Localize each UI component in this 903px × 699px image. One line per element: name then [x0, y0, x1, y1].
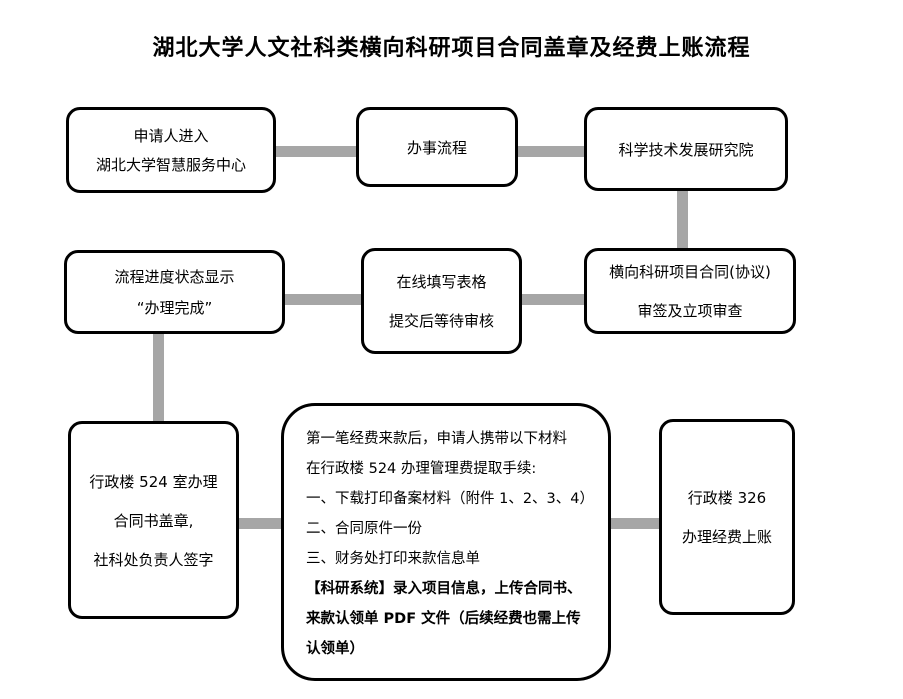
materials-line-4: 二、合同原件一份	[306, 521, 422, 537]
procedure-box: 办事流程	[356, 107, 518, 187]
materials-line-1: 第一笔经费来款后，申请人携带以下材料	[306, 431, 567, 447]
materials-line-2: 在行政楼 524 办理管理费提取手续:	[306, 461, 537, 477]
materials-bold-line-2: 来款认领单 PDF 文件（后续经费也需上传	[306, 611, 581, 627]
page-title: 湖北大学人文社科类横向科研项目合同盖章及经费上账流程	[152, 36, 751, 61]
connector-office524-materials	[237, 518, 283, 529]
connector-status-office524	[153, 332, 164, 424]
office-524-box: 行政楼 524 室办理 合同书盖章, 社科处负责人签字	[68, 421, 239, 619]
status-box: 流程进度状态显示 “办理完成”	[64, 250, 285, 334]
connector-materials-office326	[609, 518, 661, 529]
connector-form-status	[283, 294, 363, 305]
materials-bold-line-1: 【科研系统】录入项目信息，上传合同书、	[306, 581, 582, 597]
applicant-box: 申请人进入 湖北大学智慧服务中心	[66, 107, 276, 193]
office-524-line-3: 社科处负责人签字	[93, 550, 214, 569]
institute-line-1: 科学技术发展研究院	[618, 140, 754, 159]
office-326-box: 行政楼 326 办理经费上账	[659, 419, 795, 615]
connector-institute-review	[677, 188, 688, 250]
materials-box: 第一笔经费来款后，申请人携带以下材料 在行政楼 524 办理管理费提取手续: 一…	[281, 403, 611, 681]
online-form-box: 在线填写表格 提交后等待审核	[361, 248, 522, 354]
connector-applicant-procedure	[274, 146, 358, 157]
contract-review-box: 横向科研项目合同(协议) 审签及立项审查	[584, 248, 796, 334]
applicant-line-2: 湖北大学智慧服务中心	[95, 156, 246, 174]
contract-review-line-1: 横向科研项目合同(协议)	[609, 263, 771, 281]
status-line-1: 流程进度状态显示	[114, 268, 235, 286]
applicant-line-1: 申请人进入	[133, 127, 209, 145]
office-524-line-1: 行政楼 524 室办理	[89, 472, 218, 491]
connector-review-form	[520, 294, 586, 305]
contract-review-line-2: 审签及立项审查	[637, 302, 743, 320]
online-form-line-2: 提交后等待审核	[388, 312, 494, 330]
connector-procedure-institute	[516, 146, 586, 157]
online-form-line-1: 在线填写表格	[396, 273, 487, 291]
office-326-line-1: 行政楼 326	[687, 489, 767, 507]
institute-box: 科学技术发展研究院	[584, 107, 788, 191]
office-524-line-2: 合同书盖章,	[113, 511, 194, 530]
materials-bold-line-3: 认领单）	[306, 641, 364, 657]
procedure-line-1: 办事流程	[406, 138, 467, 157]
office-326-line-2: 办理经费上账	[681, 528, 772, 546]
status-line-2: “办理完成”	[136, 299, 213, 317]
materials-line-3: 一、下载打印备案材料（附件 1、2、3、4）	[306, 491, 595, 507]
materials-line-5: 三、财务处打印来款信息单	[306, 551, 480, 567]
